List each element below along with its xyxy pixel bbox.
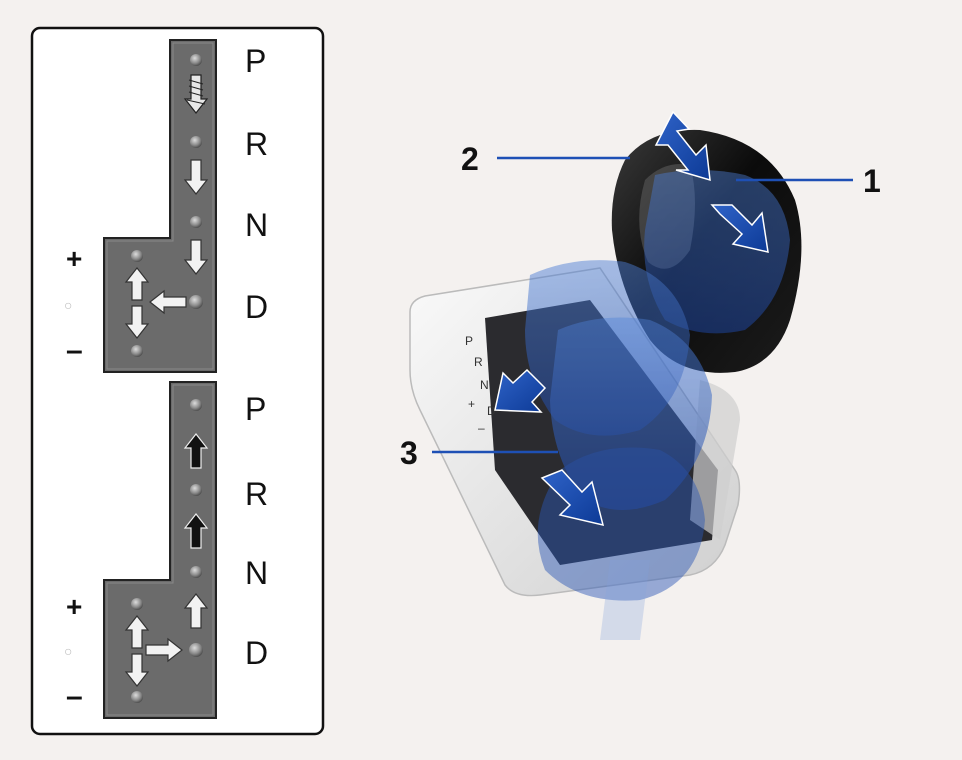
up-arrow-icon bbox=[124, 615, 150, 649]
ghost-knob-3 bbox=[550, 317, 712, 510]
callout-number-1: 1 bbox=[863, 163, 881, 199]
up-arrow-icon bbox=[183, 593, 209, 629]
upper-gear-labels: P R N D + ○ – bbox=[64, 43, 268, 367]
up-arrow-icon bbox=[124, 267, 150, 301]
manual-neutral-label: ○ bbox=[64, 297, 72, 313]
gate-dot-r bbox=[190, 136, 202, 148]
svg-text:D: D bbox=[487, 404, 496, 418]
gear-label-r: R bbox=[245, 476, 268, 512]
down-arrow-icon bbox=[183, 159, 209, 195]
gate-dot-n bbox=[190, 216, 202, 228]
svg-text:N: N bbox=[480, 378, 489, 392]
lower-gate bbox=[103, 381, 217, 719]
ghost-knob-1 bbox=[644, 170, 790, 334]
callout-number-2: 2 bbox=[461, 141, 479, 177]
arrow-down-right-icon bbox=[540, 469, 605, 527]
gear-label-p: P bbox=[245, 43, 266, 79]
manual-plus-label: + bbox=[66, 243, 82, 274]
manual-minus-label: – bbox=[66, 334, 83, 367]
upper-gate bbox=[103, 39, 217, 373]
ghost-knobs bbox=[525, 170, 790, 640]
arrow-down-right-icon bbox=[710, 204, 769, 253]
callout-number-3: 3 bbox=[400, 435, 418, 471]
manual-plus-label: + bbox=[66, 591, 82, 622]
locked-arrow-icon bbox=[183, 74, 209, 114]
down-arrow-icon bbox=[124, 305, 150, 339]
gear-label-d: D bbox=[245, 289, 268, 325]
svg-text:R: R bbox=[474, 355, 483, 369]
up-arrow-icon bbox=[183, 513, 209, 549]
plate-labels: P R N + D – bbox=[465, 334, 496, 435]
shifter-illustration: P R N + D – 1 2 3 bbox=[400, 110, 881, 640]
up-arrow-icon bbox=[183, 433, 209, 469]
ghost-boot bbox=[537, 447, 705, 601]
gate-dot-plus bbox=[131, 250, 143, 262]
gate-dot-p bbox=[190, 54, 202, 66]
gate-dot-d bbox=[189, 295, 203, 309]
svg-text:P: P bbox=[465, 334, 473, 348]
right-arrow-icon bbox=[145, 637, 183, 663]
manual-neutral-label: ○ bbox=[64, 643, 72, 659]
lower-gear-labels: P R N D + ○ – bbox=[64, 391, 268, 713]
svg-text:–: – bbox=[478, 421, 485, 435]
down-arrow-icon bbox=[183, 239, 209, 275]
gear-label-n: N bbox=[245, 555, 268, 591]
arrow-up-left-icon bbox=[654, 110, 711, 182]
arrow-up-left-icon bbox=[494, 368, 547, 413]
gear-label-r: R bbox=[245, 126, 268, 162]
left-arrow-icon bbox=[149, 289, 187, 315]
svg-text:+: + bbox=[468, 397, 475, 411]
gate-dot-minus bbox=[131, 345, 143, 357]
gear-label-p: P bbox=[245, 391, 266, 427]
gear-label-d: D bbox=[245, 635, 268, 671]
down-arrow-icon bbox=[124, 653, 150, 687]
gear-label-n: N bbox=[245, 207, 268, 243]
manual-minus-label: – bbox=[66, 680, 83, 713]
